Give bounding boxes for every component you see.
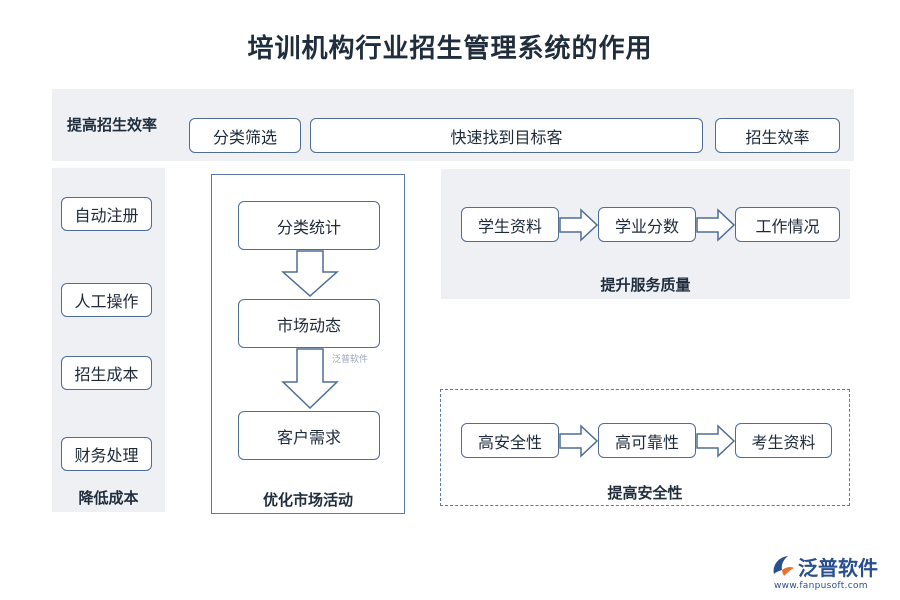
right-arrow-icon bbox=[696, 208, 736, 242]
left-item-manual-operation: 人工操作 bbox=[61, 283, 152, 317]
fanpu-logo-icon bbox=[773, 556, 794, 576]
security-panel-label: 提高安全性 bbox=[607, 484, 683, 502]
brand-name: 泛普软件 bbox=[798, 556, 878, 580]
brand-url: www.fanpusoft.com bbox=[774, 581, 868, 591]
service-step-student-records: 学生资料 bbox=[461, 207, 559, 242]
middle-step-customer-needs: 客户需求 bbox=[238, 411, 380, 460]
right-arrow-icon bbox=[559, 208, 599, 242]
left-item-finance: 财务处理 bbox=[61, 437, 152, 471]
security-step-exam-records: 考生资料 bbox=[735, 423, 832, 458]
down-arrow-icon bbox=[281, 250, 339, 298]
security-step-high-security: 高安全性 bbox=[461, 423, 559, 458]
service-step-work-status: 工作情况 bbox=[735, 207, 840, 242]
brand-logo: 泛普软件 www.fanpusoft.com bbox=[770, 552, 894, 596]
left-column-label: 降低成本 bbox=[78, 489, 139, 507]
down-arrow-icon bbox=[281, 348, 339, 410]
service-panel-label: 提升服务质量 bbox=[600, 276, 691, 294]
watermark-text: 泛普软件 bbox=[332, 355, 369, 365]
top-item-efficiency: 招生效率 bbox=[715, 118, 840, 153]
page-title: 培训机构行业招生管理系统的作用 bbox=[247, 34, 653, 64]
left-item-auto-register: 自动注册 bbox=[61, 197, 152, 231]
top-row-label: 提高招生效率 bbox=[66, 116, 157, 134]
right-arrow-icon bbox=[696, 424, 736, 458]
middle-column-label: 优化市场活动 bbox=[262, 491, 353, 509]
middle-step-market-trends: 市场动态 bbox=[238, 299, 380, 348]
service-step-academic-scores: 学业分数 bbox=[598, 207, 696, 242]
right-arrow-icon bbox=[559, 424, 599, 458]
middle-step-statistics: 分类统计 bbox=[238, 201, 380, 250]
top-item-classify: 分类筛选 bbox=[189, 118, 301, 153]
left-item-enrollment-cost: 招生成本 bbox=[61, 356, 152, 390]
security-step-high-reliability: 高可靠性 bbox=[598, 423, 696, 458]
top-item-find-customers: 快速找到目标客 bbox=[310, 118, 703, 153]
